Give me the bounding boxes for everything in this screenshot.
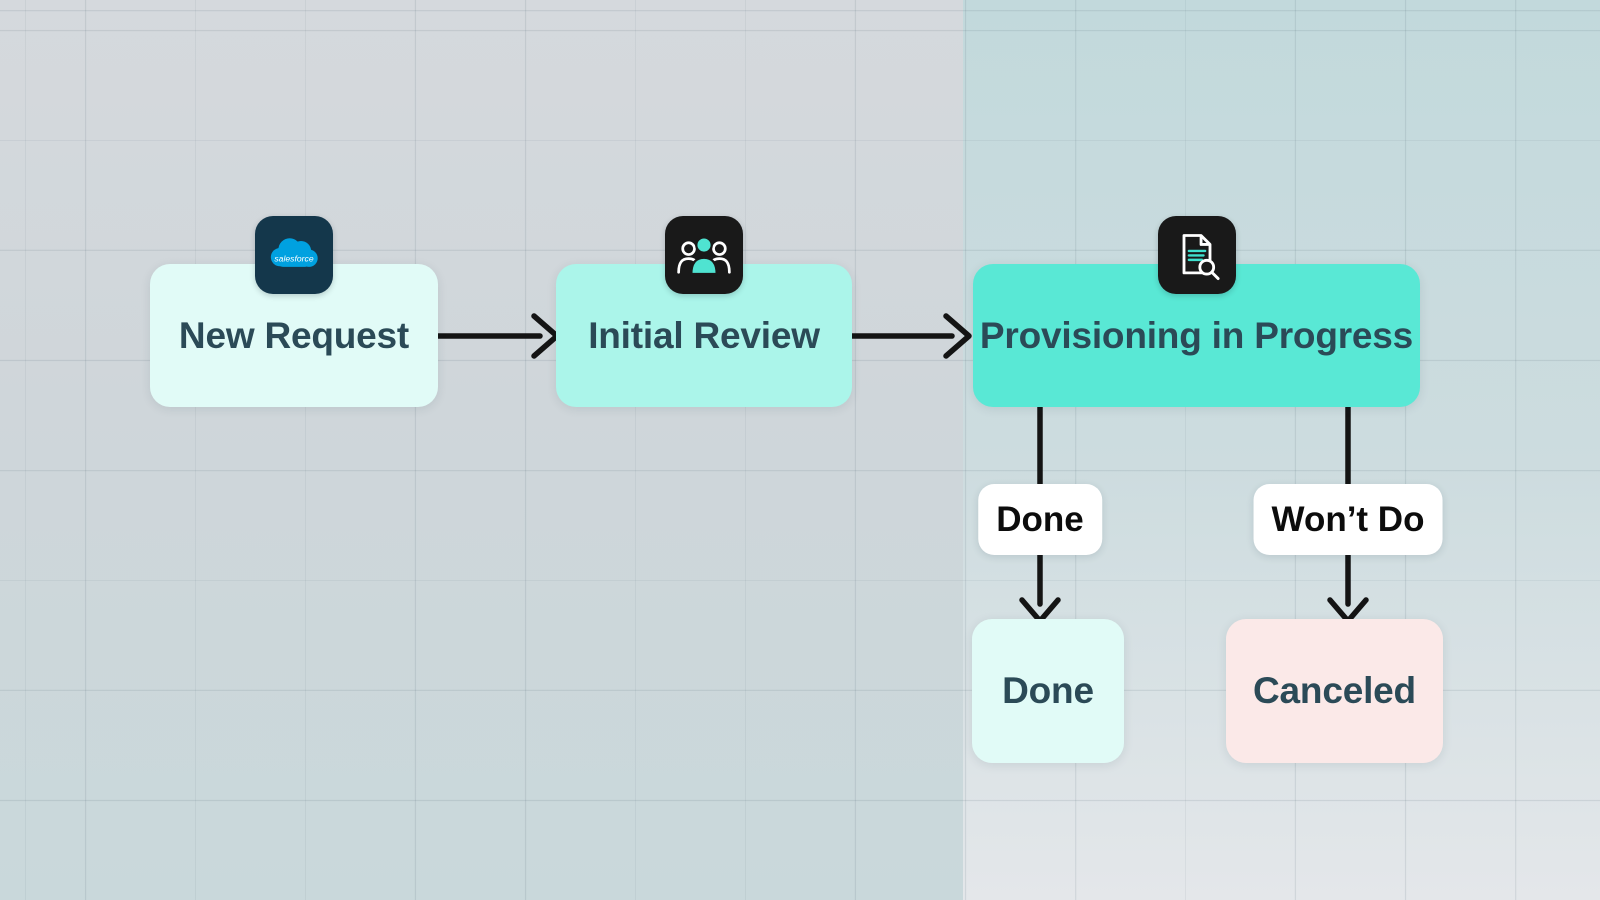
- node-new-request[interactable]: salesforce New Request: [150, 216, 438, 407]
- edge-initial-review-to-provisioning: [849, 313, 972, 359]
- node-label: New Request: [178, 314, 410, 356]
- edge-new-request-to-initial-review: [435, 313, 560, 359]
- salesforce-cloud-glyph: salesforce: [270, 238, 318, 267]
- edge-label-text: Won’t Do: [1271, 499, 1425, 539]
- node-provisioning-in-progress[interactable]: Provisioning in Progress: [973, 216, 1420, 407]
- team-glyph: [677, 236, 731, 276]
- node-canceled[interactable]: Canceled: [1226, 619, 1443, 763]
- node-label: Canceled: [1253, 670, 1416, 711]
- node-label: Initial Review: [588, 314, 820, 356]
- node-label: Done: [1002, 670, 1094, 711]
- edge-label-wont-do[interactable]: Won’t Do: [1253, 484, 1443, 555]
- node-done[interactable]: Done: [972, 619, 1124, 763]
- edge-label-done[interactable]: Done: [978, 484, 1102, 555]
- salesforce-icon: salesforce: [255, 216, 333, 294]
- edge-label-text: Done: [996, 499, 1084, 539]
- document-search-glyph: [1182, 234, 1220, 280]
- salesforce-logo-text: salesforce: [274, 253, 313, 263]
- document-search-icon: [1157, 216, 1236, 294]
- node-label: Provisioning in Progress: [979, 314, 1414, 356]
- canvas-background-left: [0, 0, 963, 900]
- team-icon: [665, 216, 743, 294]
- node-initial-review[interactable]: Initial Review: [556, 216, 852, 407]
